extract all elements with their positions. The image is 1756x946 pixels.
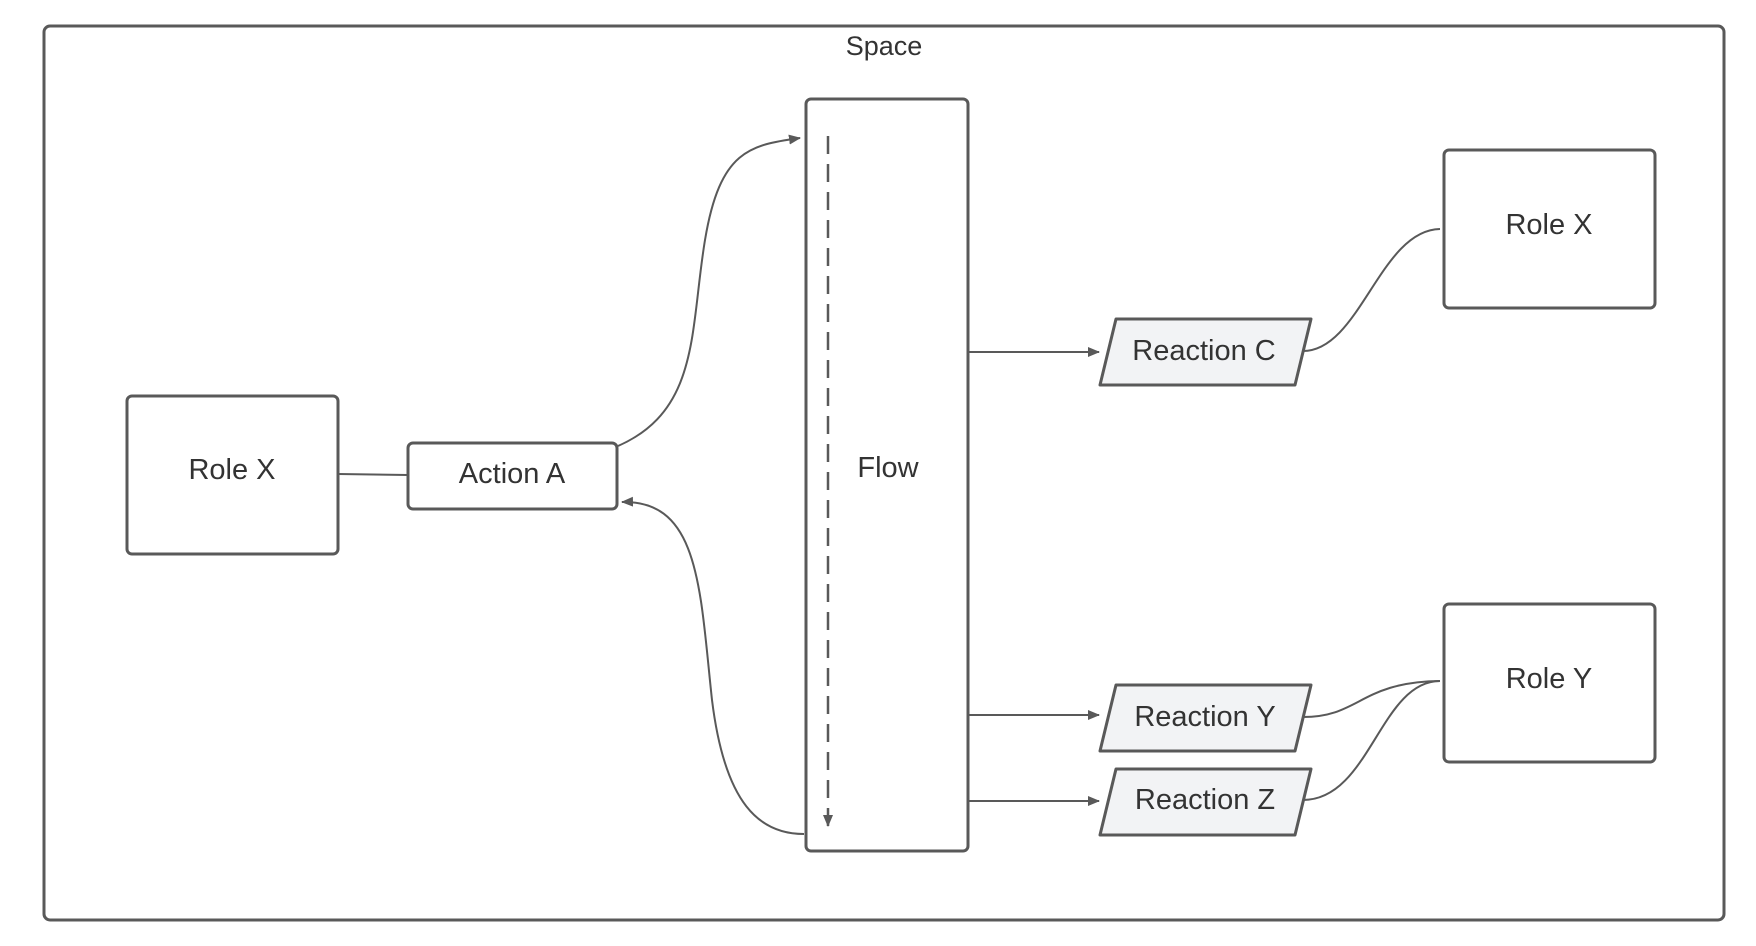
arrow-flow-to-action xyxy=(621,496,805,835)
node-role-y[interactable]: Role Y xyxy=(1442,602,1657,764)
node-reaction-y-label: Reaction Y xyxy=(1134,701,1275,733)
node-flow-label: Flow xyxy=(857,452,919,484)
node-role-x-left-label: Role X xyxy=(188,454,275,486)
node-reaction-y[interactable]: Reaction Y xyxy=(1098,683,1313,753)
node-role-x-left[interactable]: Role X xyxy=(125,394,340,556)
space-title: Space xyxy=(846,31,923,61)
node-action-a[interactable]: Action A xyxy=(406,441,619,511)
node-reaction-z-label: Reaction Z xyxy=(1135,784,1275,816)
node-action-a-label: Action A xyxy=(459,458,566,490)
connector-reaction-z-to-roley xyxy=(1302,680,1441,801)
connector-rolex-action xyxy=(337,473,409,476)
node-reaction-z[interactable]: Reaction Z xyxy=(1098,767,1313,837)
node-reaction-c-label: Reaction C xyxy=(1132,335,1275,367)
arrow-action-to-flow xyxy=(617,134,801,447)
node-flow[interactable]: Flow xyxy=(804,97,970,853)
node-role-y-label: Role Y xyxy=(1506,663,1593,695)
connector-reaction-y-to-roley xyxy=(1302,680,1441,718)
node-role-x-right[interactable]: Role X xyxy=(1442,148,1657,310)
connector-reaction-c-to-rolex xyxy=(1302,228,1441,352)
space-container xyxy=(42,24,1726,922)
node-reaction-c[interactable]: Reaction C xyxy=(1098,317,1313,387)
node-role-x-right-label: Role X xyxy=(1505,209,1592,241)
